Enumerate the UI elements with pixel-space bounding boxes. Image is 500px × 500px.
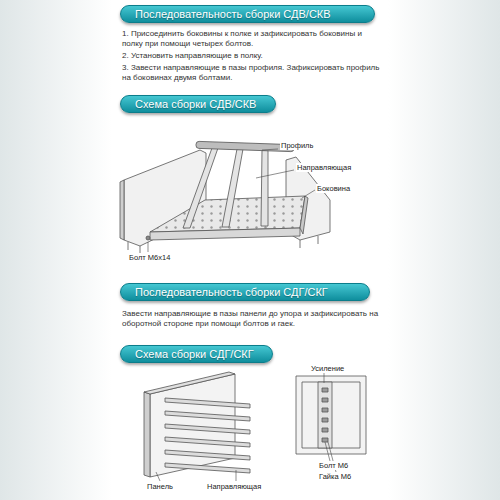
reinforcement xyxy=(318,382,332,448)
section-banner: Схема сборки СДГ/СКГ xyxy=(120,345,273,363)
part-label: Боковина xyxy=(316,184,351,193)
page-ground xyxy=(0,0,112,500)
guide-rail xyxy=(183,148,268,228)
instruction-step: 2. Установить направляющие в полку. xyxy=(122,51,384,61)
banner-title: Схема сборки СДВ/СКВ xyxy=(121,98,270,110)
part-label: Гайка М6 xyxy=(318,472,352,481)
leader-line xyxy=(148,149,315,252)
panel-back xyxy=(296,376,366,454)
banner-title: Последовательность сборки СДВ/СКВ xyxy=(121,8,345,20)
instruction-step: 1. Присоединить боковины к полке и зафик… xyxy=(122,29,384,49)
instruction-step: 3. Завести направляющие в пазы профиля. … xyxy=(122,63,384,83)
section-banner: Последовательность сборки СДГ/СКГ xyxy=(120,283,370,301)
panel-drawing xyxy=(144,372,366,477)
part-label: Направляющая xyxy=(206,482,262,491)
section-banner: Последовательность сборки СДВ/СКВ xyxy=(120,5,375,23)
banner-title: Схема сборки СДГ/СКГ xyxy=(121,348,268,360)
bolt xyxy=(322,388,328,442)
bolt xyxy=(146,236,150,240)
part-label: Усиление xyxy=(310,364,345,373)
part-label: Направляющая xyxy=(296,163,352,172)
shelf-drawing xyxy=(120,141,330,254)
instruction-step: Завести направляющие в пазы панели до уп… xyxy=(122,309,384,329)
page-ground xyxy=(388,0,500,500)
part-label: Панель xyxy=(146,482,174,491)
guide-rail xyxy=(165,398,250,473)
part-label: Болт М6 xyxy=(318,461,349,470)
banner-title: Последовательность сборки СДГ/СКГ xyxy=(121,286,342,298)
section-banner: Схема сборки СДВ/СКВ xyxy=(120,95,276,113)
part-label: Болт М6х14 xyxy=(128,253,171,262)
leader-line xyxy=(156,373,336,481)
part-label: Профиль xyxy=(280,141,314,150)
